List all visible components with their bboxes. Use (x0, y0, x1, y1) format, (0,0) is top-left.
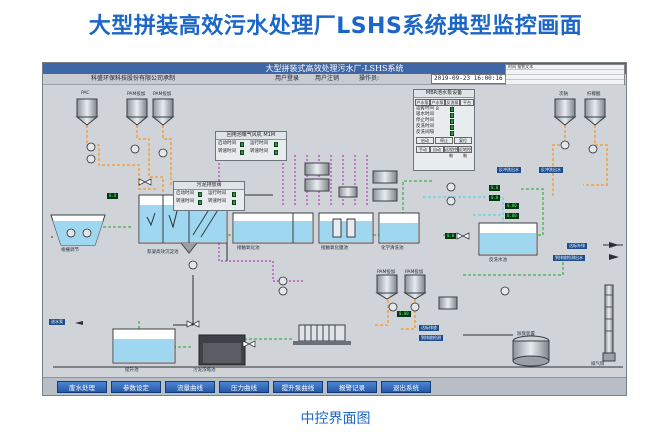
nav-flow-curve[interactable]: 流量曲线 (165, 381, 215, 393)
alarm-row (506, 75, 624, 80)
nav-wastewater[interactable]: 废水处理 (57, 381, 107, 393)
mbr-out-tag: 反冲洗出水 (497, 167, 521, 173)
pac-label: PAC (81, 91, 90, 96)
lift-sump (112, 328, 176, 364)
pam2-label: PAM投加 (153, 92, 172, 97)
company-label: 科盛环保科技股份有限公司承制 (91, 75, 176, 82)
lift-label: 提升池 (125, 368, 139, 373)
mbr-title: MBR池水泵设备 (414, 90, 474, 98)
sludge-tank (198, 334, 246, 366)
info-bar: 科盛环保科技股份有限公司承制 用户登录 用户注销 操作员: 2019-09-23… (43, 74, 626, 85)
pres2-readout: 0.00 (505, 213, 519, 219)
motor-circles (66, 140, 598, 312)
flow2-readout: 0.0 (445, 233, 457, 239)
level2-readout: 0.0 (489, 195, 501, 201)
process-scene: PAC PAM投加 PAM投加 次钠 柠檬酸 格栅调节 絮凝高效沉淀池 接触氧化… (43, 85, 626, 377)
pres1-readout: 0.00 (505, 203, 519, 209)
mbr-auto-button[interactable]: 自动 (430, 146, 444, 153)
inlet-tag[interactable]: 进水泵 (49, 319, 65, 325)
reaction-label: 絮凝高效沉淀池 (147, 250, 179, 255)
blower-group (304, 162, 458, 310)
deodor-tank (512, 335, 550, 367)
alarm-grid[interactable]: 时间 报警文本 (505, 64, 625, 85)
blower1-panel: 回用池曝气风机 M1M 启动时间 0 运行时间 0 转速时间 0 转速时间 0 (215, 131, 287, 161)
operator-label: 操作员: (359, 75, 380, 82)
outlet2-tag[interactable]: 到排放检测 (419, 335, 443, 341)
mbr-reset-button[interactable]: 复位 (454, 137, 472, 144)
mbr-local-button[interactable]: 近地控制 (458, 146, 472, 158)
mbr-tab-a[interactable]: 产水泵A (415, 99, 430, 111)
user-login-link[interactable]: 用户登录 (275, 75, 300, 82)
mbr-buttons: 启动 停止 复位 手动 自动 远程控制 近地控制 (414, 136, 474, 158)
mbr-tab-b[interactable]: 产水泵B (430, 99, 445, 111)
reuse-label: 反洗水池 (489, 258, 507, 263)
figure-caption: 中控界面图 (300, 411, 371, 427)
pam1-label: PAM投加 (127, 92, 146, 97)
datetime-display: 2019-09-23 16:00:16 (431, 74, 506, 84)
acid-label: 次钠 (559, 92, 568, 97)
blower1-title: 回用池曝气风机 M1M (216, 132, 286, 140)
nav-alarm-log[interactable]: 报警记录 (327, 381, 377, 393)
nav-pressure-curve[interactable]: 压力曲线 (219, 381, 269, 393)
dosing-tanks (75, 98, 607, 300)
user-logout-link[interactable]: 用户注销 (315, 75, 340, 82)
mbr-tab-d[interactable]: 平台 (460, 99, 474, 106)
bottom-nav: 废水处理 参数设定 流量曲线 压力曲线 提升泵曲线 报警记录 退出系统 (43, 377, 626, 395)
stack-label: 排气筒 (591, 362, 605, 367)
mbr-tabs: 产水泵A 产水泵B 反洗泵A 平台 (414, 98, 474, 111)
flow-arrows (75, 242, 619, 325)
grid-tank-label: 格栅调节 (61, 248, 79, 253)
exhaust-stack (602, 284, 616, 362)
nav-params[interactable]: 参数设定 (111, 381, 161, 393)
dosing3-label: PAM投加 (377, 270, 396, 275)
discharge-tag[interactable]: 达标外排 (567, 243, 587, 249)
scada-window: 大型拼装式高效处理污水厂-LSHS系统 科盛环保科技股份有限公司承制 用户登录 … (42, 62, 627, 396)
nav-lift-curve[interactable]: 提升泵曲线 (273, 381, 323, 393)
pres3-readout: 0.00 (397, 311, 411, 317)
valves (138, 178, 470, 348)
level1-readout: 0.0 (489, 185, 501, 191)
filter-press (293, 324, 351, 345)
discharge-check-tag[interactable]: 到排放检测出水 (553, 255, 585, 261)
sludge-label: 污泥浓缩池 (193, 368, 216, 373)
blower1-row: 启动时间 0 运行时间 0 (218, 141, 279, 147)
outlet1-tag[interactable]: 达标排放 (419, 325, 439, 331)
page-headline: 大型拼装高效污水处理厂LSHS系统典型监控画面 (88, 14, 583, 39)
mbr-out2-tag: 反冲洗出水 (539, 167, 563, 173)
blower2-row: 转速时间 0 转速时间 0 (176, 199, 237, 205)
dosing4-label: PAM投加 (405, 270, 424, 275)
window-title: 大型拼装式高效处理污水厂-LSHS系统 (43, 63, 626, 74)
chem-tank (378, 212, 420, 244)
mbr-tab-c[interactable]: 反洗泵A (445, 99, 460, 111)
membrane-tank (318, 212, 374, 244)
mbr-remote-button[interactable]: 远程控制 (444, 146, 458, 158)
aeration-basin (232, 212, 314, 244)
aerate-label: 接触氧化池 (237, 246, 260, 251)
alarm-header: 时间 报警文本 (506, 65, 624, 70)
deodor-label: 除臭装置 (517, 332, 535, 337)
flow1-readout: 0.0 (107, 193, 119, 199)
process-diagram (50, 98, 623, 368)
blower1-row: 转速时间 0 转速时间 0 (218, 149, 279, 155)
mbr-stop-button[interactable]: 停止 (435, 137, 453, 144)
mbr-manual-button[interactable]: 手动 (416, 146, 430, 153)
blower2-title: 污泥排放阀 (174, 182, 244, 190)
alarm-row (506, 80, 624, 85)
nav-exit[interactable]: 退出系统 (381, 381, 431, 393)
base-label: 柠檬酸 (587, 92, 601, 97)
blower2-row: 启动时间 0 运行时间 0 (176, 191, 237, 197)
mbr-start-button[interactable]: 启动 (416, 137, 434, 144)
grid-tank (50, 214, 106, 246)
alarm-row (506, 70, 624, 75)
filter-label: 接触氧化膜池 (321, 246, 348, 251)
blower2-panel: 污泥排放阀 启动时间 0 运行时间 0 转速时间 0 转速时间 0 (173, 181, 245, 211)
reuse-tank (478, 222, 538, 256)
chem-label: 化学清洗池 (381, 246, 404, 251)
